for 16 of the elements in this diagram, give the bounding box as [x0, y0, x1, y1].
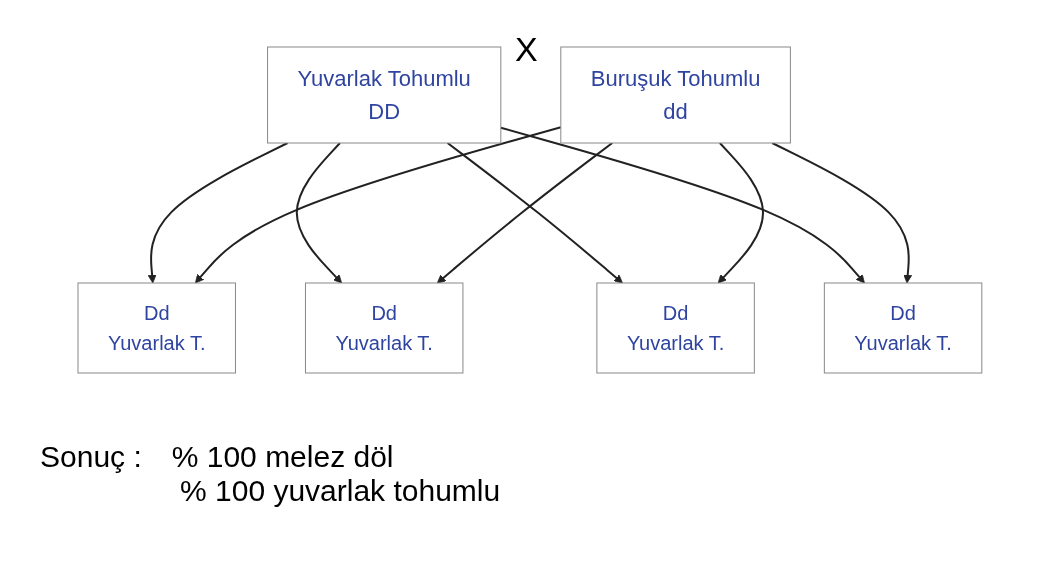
arrow — [295, 142, 343, 284]
node-box: Yuvarlak Tohumlu DD — [267, 46, 502, 144]
arrow — [147, 142, 289, 284]
result-text: Sonuç : — [40, 440, 142, 474]
cross-symbol: X — [515, 30, 538, 69]
node-box: Dd Yuvarlak T. — [305, 282, 464, 374]
arrow — [499, 126, 865, 284]
arrow — [717, 142, 765, 284]
arrow — [771, 142, 913, 284]
node-box: Dd Yuvarlak T. — [596, 282, 755, 374]
node-box: Dd Yuvarlak T. — [823, 282, 983, 374]
result-text: % 100 melez döl — [171, 440, 394, 474]
arrow — [195, 126, 562, 284]
result-text: % 100 yuvarlak tohumlu — [180, 474, 501, 508]
node-box: Buruşuk Tohumlu dd — [560, 46, 791, 144]
node-box: Dd Yuvarlak T. — [77, 282, 237, 374]
